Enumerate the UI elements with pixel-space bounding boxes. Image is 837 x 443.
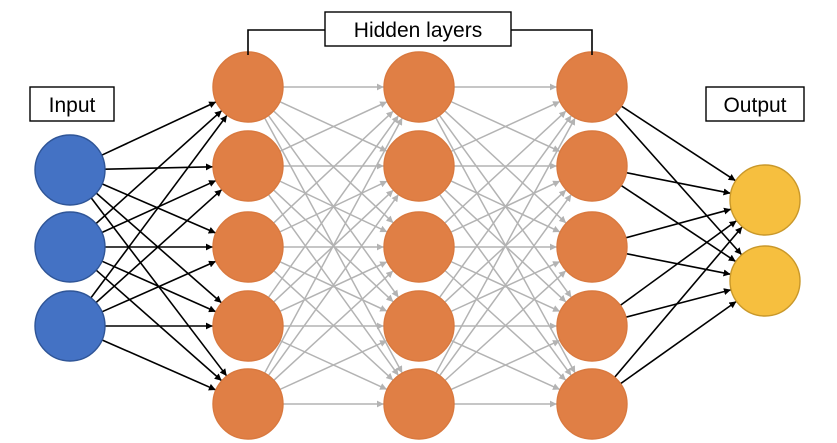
edge-l3-n3-to-l4-n1 — [444, 110, 567, 224]
input-node-2 — [34, 211, 106, 283]
edge-l3-n5-to-l4-n4 — [450, 339, 560, 391]
input-label: Input — [29, 86, 115, 122]
edge-l2-n5-to-l3-n2 — [267, 194, 399, 377]
output-node-1 — [729, 164, 801, 236]
edge-l1-n1-to-l2-n3 — [101, 183, 216, 234]
edge-l1-n3-to-l2-n3 — [101, 260, 216, 313]
output-label-text: Output — [723, 94, 786, 117]
edge-l4-n4-to-l5-n1 — [619, 220, 737, 307]
edge-l2-n4-to-l3-n3 — [279, 261, 388, 312]
edge-l2-n3-to-l3-n1 — [273, 110, 394, 224]
hidden-1-node-3 — [212, 211, 284, 283]
hidden-3-node-2 — [556, 130, 628, 202]
hidden-3-node-5 — [556, 368, 628, 440]
edge-l3-n2-to-l4-n1 — [450, 101, 561, 153]
edge-l2-n5-to-l3-n1 — [263, 117, 403, 374]
edge-l1-n3-to-l2-n5 — [101, 339, 216, 391]
neurons — [34, 51, 801, 440]
hidden-layers-label: Hidden layers — [324, 11, 512, 47]
edge-l1-n2-to-l2-n1 — [95, 110, 223, 225]
hidden-3-node-3 — [556, 211, 628, 283]
edge-l4-n2-to-l5-n1 — [626, 171, 731, 196]
edge-l2-n2-to-l3-n1 — [279, 101, 388, 152]
hidden-1-node-4 — [212, 290, 284, 362]
edge-l4-n5-to-l5-n1 — [613, 226, 743, 378]
connections — [90, 83, 743, 408]
input-node-3 — [34, 290, 106, 362]
edge-l3-n5-to-l4-n2 — [438, 194, 572, 377]
input-node-1 — [34, 134, 106, 206]
output-node-2 — [729, 245, 801, 317]
hidden-3-node-1 — [556, 51, 628, 123]
output-label: Output — [705, 86, 805, 122]
edge-l3-n5-to-l4-n1 — [435, 117, 576, 374]
edge-l4-n5-to-l5-n2 — [620, 300, 737, 385]
edge-l1-n3-to-l2-n2 — [95, 189, 223, 304]
edge-l3-n5-to-l4-n3 — [444, 270, 567, 382]
hidden-2-node-3 — [383, 211, 455, 283]
hidden-1-node-2 — [212, 130, 284, 202]
hidden-2-node-1 — [383, 51, 455, 123]
edge-l3-n4-to-l4-n1 — [438, 115, 572, 299]
edge-l4-n1-to-l5-n2 — [614, 112, 742, 256]
hidden-2-node-2 — [383, 130, 455, 202]
hidden-3-node-4 — [556, 290, 628, 362]
hidden-layers-label-text: Hidden layers — [354, 19, 482, 42]
edge-l2-n5-to-l3-n3 — [273, 270, 394, 381]
edge-l4-n1-to-l5-n1 — [620, 105, 736, 182]
edge-l4-n4-to-l5-n2 — [625, 288, 731, 318]
input-label-text: Input — [49, 94, 96, 117]
edge-l4-n3-to-l5-n1 — [625, 207, 732, 239]
hidden-2-node-5 — [383, 368, 455, 440]
hidden-1-node-1 — [212, 51, 284, 123]
edge-l1-n1-to-l2-n4 — [95, 192, 222, 304]
edge-l1-n3-to-l2-n1 — [90, 115, 228, 299]
hidden-1-node-5 — [212, 368, 284, 440]
edge-l2-n5-to-l3-n4 — [279, 340, 388, 391]
edge-l1-n1-to-l2-n1 — [101, 101, 217, 156]
edge-l2-n4-to-l3-n1 — [267, 115, 399, 298]
hidden-2-node-4 — [383, 290, 455, 362]
